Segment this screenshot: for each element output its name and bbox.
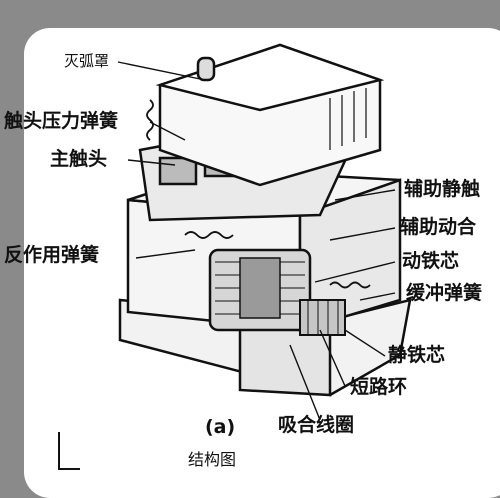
corner-bracket bbox=[58, 432, 80, 470]
label-buffer-spring: 缓冲弹簧 bbox=[406, 282, 483, 304]
contactor-illustration bbox=[117, 43, 412, 421]
label-short-circuit-ring: 短路环 bbox=[350, 376, 408, 398]
figure-caption: 结构图 bbox=[188, 450, 237, 469]
leader-lines bbox=[117, 61, 396, 421]
label-aux-static-contact: 辅助静触 bbox=[404, 178, 481, 200]
arc-chute bbox=[155, 43, 385, 187]
figure-id: (a) bbox=[205, 416, 236, 438]
coil bbox=[208, 248, 312, 332]
label-contact-pressure-spring: 触头压力弹簧 bbox=[4, 110, 119, 132]
label-main-contact: 主触头 bbox=[50, 148, 108, 170]
label-moving-core: 动铁芯 bbox=[402, 250, 460, 272]
label-coil: 吸合线圈 bbox=[278, 414, 355, 436]
springs bbox=[146, 99, 371, 289]
label-aux-moving-contact: 辅助动合 bbox=[400, 216, 477, 238]
label-reaction-spring: 反作用弹簧 bbox=[4, 244, 100, 266]
static-core bbox=[299, 299, 346, 336]
label-arc-chute: 灭弧罩 bbox=[64, 52, 110, 70]
label-static-core: 静铁芯 bbox=[388, 344, 446, 366]
